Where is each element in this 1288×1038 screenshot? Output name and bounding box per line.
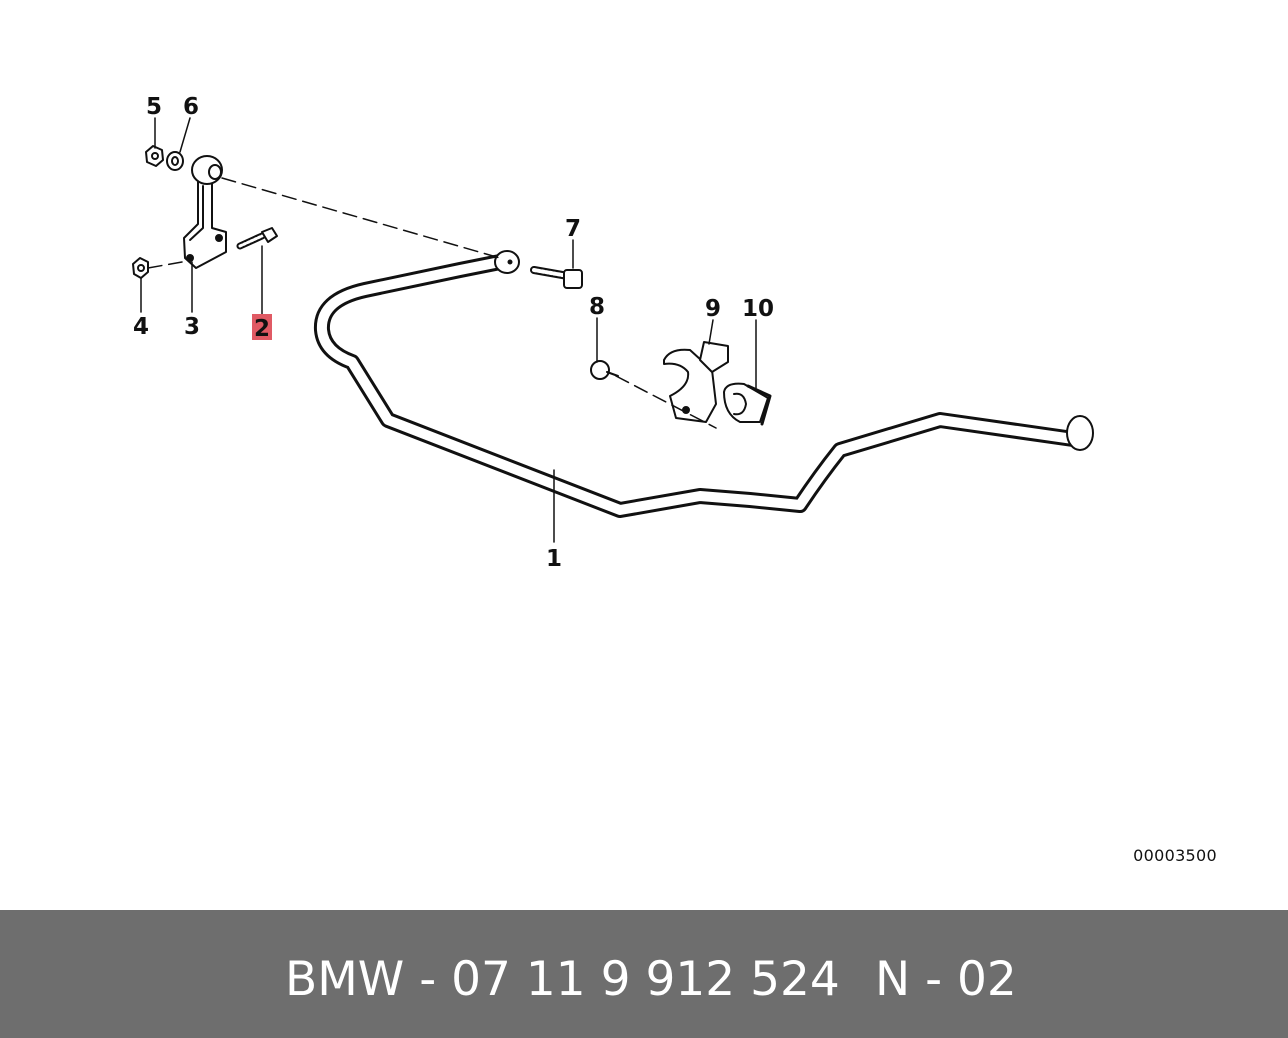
assembly-lines [147, 177, 717, 429]
callout-highlight [252, 314, 272, 340]
callout-7: 7 [565, 216, 581, 242]
callout-10: 10 [742, 296, 774, 322]
bolt-7 [530, 266, 583, 289]
callout-6: 6 [183, 94, 199, 120]
callout-8: 8 [589, 294, 605, 320]
diagram-index-label: N - 02 [875, 952, 1017, 1007]
callout-9: 9 [705, 296, 721, 322]
stabilizer-link [183, 155, 227, 269]
callout-4: 4 [133, 314, 149, 340]
bolt-8 [590, 360, 619, 380]
footer-bar: BMW - 07 11 9 912 524 N - 02 [0, 910, 1288, 1038]
callout-1: 1 [546, 546, 562, 572]
washer-6 [166, 151, 184, 171]
callout-2: 2 [254, 316, 270, 342]
bracket-clamp-9 [663, 341, 729, 423]
part-number-label: BMW - 07 11 9 912 524 [285, 952, 840, 1007]
callout-3: 3 [184, 314, 200, 340]
parts-diagram: 1 2 3 4 5 6 7 8 9 10 [132, 94, 1094, 572]
reference-code: 00003500 [1133, 846, 1217, 865]
rubber-bushing-10 [723, 382, 772, 426]
hex-nut-5 [145, 145, 164, 167]
bolt-2 [236, 227, 278, 250]
callout-5: 5 [146, 94, 162, 120]
hex-nut-4 [132, 257, 149, 279]
stabilizer-bar [313, 250, 1094, 518]
leader-lines [140, 117, 757, 543]
